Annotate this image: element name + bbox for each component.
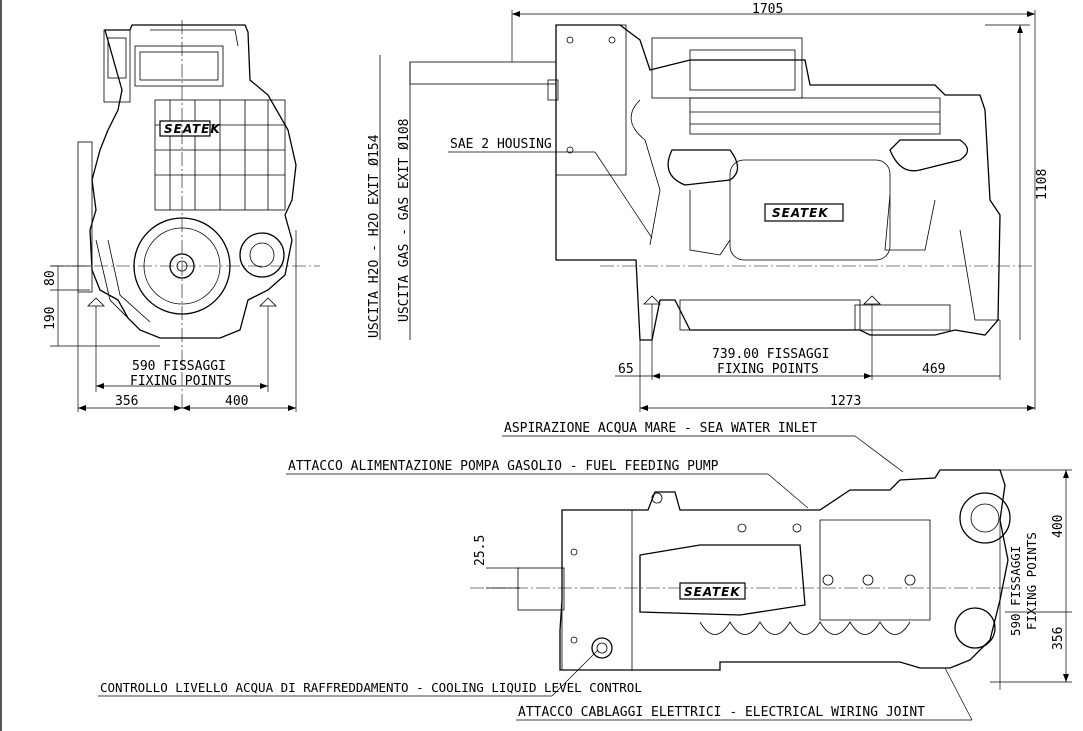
front-view: SEATEK 80 190 590 FISSAGGI FIXING POINTS: [43, 20, 320, 412]
side-exit-water: USCITA H2O - H2O EXIT Ø154: [367, 134, 382, 338]
front-dim-80: 80: [43, 270, 58, 286]
front-dim-190: 190: [43, 307, 58, 330]
side-dim-469: 469: [922, 362, 945, 377]
front-fixing-label: 590 FISSAGGI: [132, 359, 226, 374]
top-view: ASPIRAZIONE ACQUA MARE - SEA WATER INLET…: [98, 421, 1072, 721]
top-wiring: ATTACCO CABLAGGI ELETTRICI - ELECTRICAL …: [518, 705, 925, 720]
side-dim-1273: 1273: [830, 394, 861, 409]
side-sae-housing: SAE 2 HOUSING: [450, 137, 552, 152]
side-dim-1108: 1108: [1035, 169, 1050, 200]
top-dim-356: 356: [1051, 627, 1066, 650]
top-fixing-vertical: 590 FISSAGGI: [1008, 546, 1023, 636]
side-view: SEATEK 1705 1108 USCITA H2O - H2O EXIT Ø…: [367, 2, 1050, 412]
top-fixing-vertical-en: FIXING POINTS: [1024, 532, 1039, 630]
top-coolant-level: CONTROLLO LIVELLO ACQUA DI RAFFREDDAMENT…: [100, 680, 642, 695]
top-sea-water-inlet: ASPIRAZIONE ACQUA MARE - SEA WATER INLET: [504, 421, 817, 436]
front-dim-356: 356: [115, 394, 138, 409]
front-dim-400: 400: [225, 394, 248, 409]
side-logo: SEATEK: [772, 206, 829, 220]
side-fixing-label: 739.00 FISSAGGI: [712, 347, 829, 362]
side-exit-gas: USCITA GAS - GAS EXIT Ø108: [397, 119, 412, 323]
side-fixing-label-en: FIXING POINTS: [717, 362, 819, 377]
front-fixing-label-en: FIXING POINTS: [130, 374, 232, 389]
side-dim-1705: 1705: [752, 2, 783, 17]
top-dim-400: 400: [1051, 515, 1066, 538]
side-dim-65: 65: [618, 362, 634, 377]
top-dim-25-5: 25.5: [473, 535, 488, 566]
top-logo: SEATEK: [684, 585, 741, 599]
top-fuel-pump: ATTACCO ALIMENTAZIONE POMPA GASOLIO - FU…: [288, 459, 719, 474]
front-logo: SEATEK: [164, 122, 221, 136]
